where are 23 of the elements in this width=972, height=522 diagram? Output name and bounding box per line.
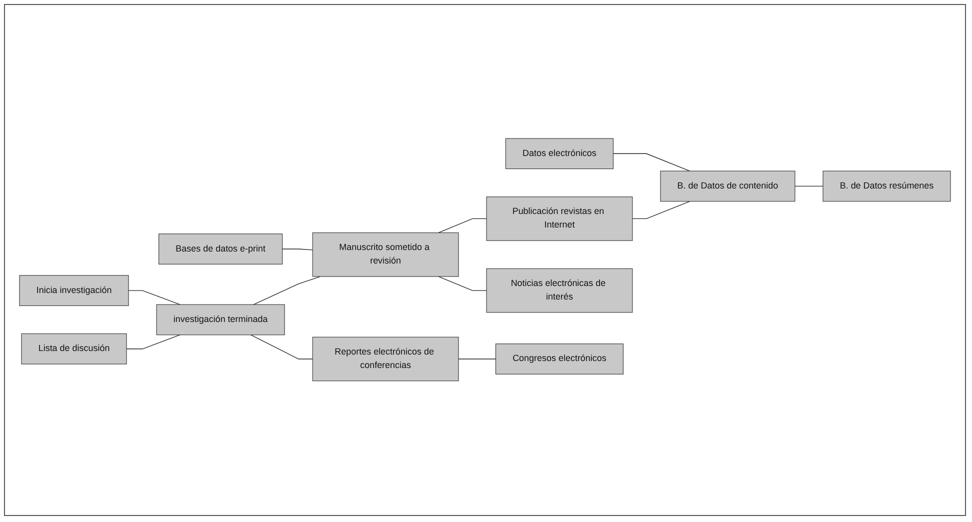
node-box: Lista de discusión <box>21 334 127 365</box>
node-box: B. de Datos resúmenes <box>822 171 951 202</box>
node-box: Congresos electrónicos <box>495 344 624 375</box>
connector <box>250 334 313 360</box>
node-box: Manuscrito sometido a revisión <box>312 232 459 278</box>
node-box: Bases de datos e-print <box>158 234 283 265</box>
node-box: B. de Datos de contenido <box>660 171 796 202</box>
node-box: Noticias electrónicas de interés <box>486 268 633 314</box>
node-box: Inicia investigación <box>19 275 129 306</box>
connector <box>282 249 313 251</box>
node-box: Publicación revistas en Internet <box>486 196 633 242</box>
connector <box>458 358 496 360</box>
connector <box>612 154 690 172</box>
connector <box>253 276 321 306</box>
connector <box>632 201 690 220</box>
node-box: Datos electrónicos <box>505 138 614 170</box>
connector <box>126 334 180 350</box>
connector <box>794 186 824 187</box>
connector <box>438 276 487 292</box>
node-box: investigación terminada <box>156 304 285 336</box>
node-box: Reportes electrónicos de conferencias <box>312 337 459 382</box>
connector <box>438 218 487 234</box>
connector <box>128 290 180 306</box>
